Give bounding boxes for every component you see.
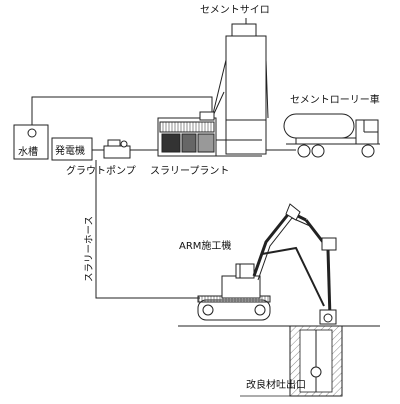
generator bbox=[51, 137, 93, 161]
label-water-tank: 水槽 bbox=[18, 145, 38, 158]
label-improved-outlet: 改良材吐出口 bbox=[246, 378, 306, 391]
arm-machine bbox=[197, 203, 337, 325]
label-cement-lorry: セメントローリー車 bbox=[290, 93, 380, 106]
label-slurry-plant: スラリープラント bbox=[150, 165, 229, 177]
water-tank bbox=[13, 124, 49, 160]
cement-silo bbox=[211, 18, 269, 155]
grout-pump bbox=[103, 139, 131, 159]
cement-lorry bbox=[283, 113, 380, 158]
slurry-plant bbox=[157, 111, 262, 157]
label-slurry-hose: スラリーホース bbox=[84, 216, 95, 282]
label-generator: 発電機 bbox=[55, 144, 85, 157]
label-cement-silo: セメントサイロ bbox=[200, 4, 270, 16]
label-grout-pump: グラウトポンプ bbox=[66, 164, 136, 177]
label-arm-machine: ARM施工機 bbox=[179, 239, 231, 252]
ground bbox=[178, 325, 380, 397]
